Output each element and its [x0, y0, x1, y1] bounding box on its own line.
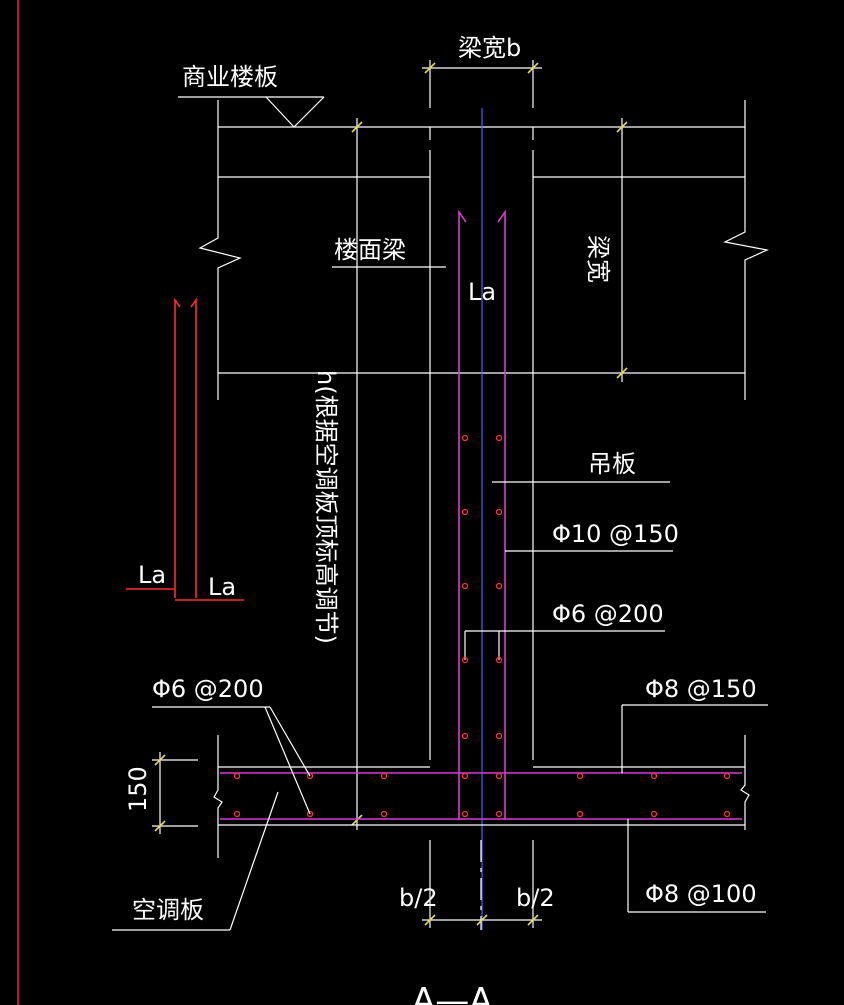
rebar-phi8-100-label: Φ8 @100: [645, 880, 757, 908]
floor-beam-label: 楼面梁: [334, 236, 406, 264]
la-left-label-1: La: [138, 561, 166, 589]
floor-slab-outline: [198, 100, 769, 760]
slab-thickness-label: 150: [124, 766, 152, 812]
hanging-plate-label: 吊板: [588, 450, 636, 478]
ac-plate-leader: [112, 791, 279, 931]
beam-width-label: 梁宽b: [458, 34, 521, 62]
h-dimension-label: h(根据空调板顶标高调节): [312, 370, 340, 644]
commercial-slab-label: 商业楼板: [182, 63, 278, 91]
level-triangle-symbol: [178, 96, 325, 128]
beam-height-dimension: [616, 118, 628, 382]
b-half-left-label: b/2: [399, 884, 438, 912]
rebar-phi8-100-leader: [627, 819, 766, 913]
rebar-phi6-left-label: Φ6 @200: [152, 675, 264, 703]
hanging-plate-rebar: [458, 209, 506, 820]
slab-thickness-dimension: [152, 752, 198, 834]
rebar-phi8-150-label: Φ8 @150: [645, 675, 757, 703]
beam-width-dimension: [422, 60, 542, 108]
la-left-label-2: La: [208, 573, 236, 601]
rebar-phi10-label: Φ10 @150: [552, 520, 679, 548]
rebar-phi6-right-leader: [464, 630, 665, 660]
beam-height-label: 梁宽: [584, 235, 612, 283]
ac-plate-outline: [213, 735, 750, 858]
rebar-phi6-left-leader: [152, 706, 311, 815]
ac-plate-rebar-dots: [233, 772, 731, 818]
ac-plate-label: 空调板: [132, 896, 204, 924]
section-mark-label: A—A: [412, 981, 493, 1005]
rebar-phi6-right-label: Φ6 @200: [552, 600, 664, 628]
h-dimension: [351, 118, 363, 830]
anchor-detail: [126, 297, 244, 601]
b-half-right-label: b/2: [516, 884, 555, 912]
ac-plate-rebar: [220, 772, 742, 820]
rebar-phi8-150-leader: [621, 704, 768, 773]
hanging-plate-rebar-dots: [461, 434, 503, 740]
half-beam-dimension: [422, 840, 542, 928]
